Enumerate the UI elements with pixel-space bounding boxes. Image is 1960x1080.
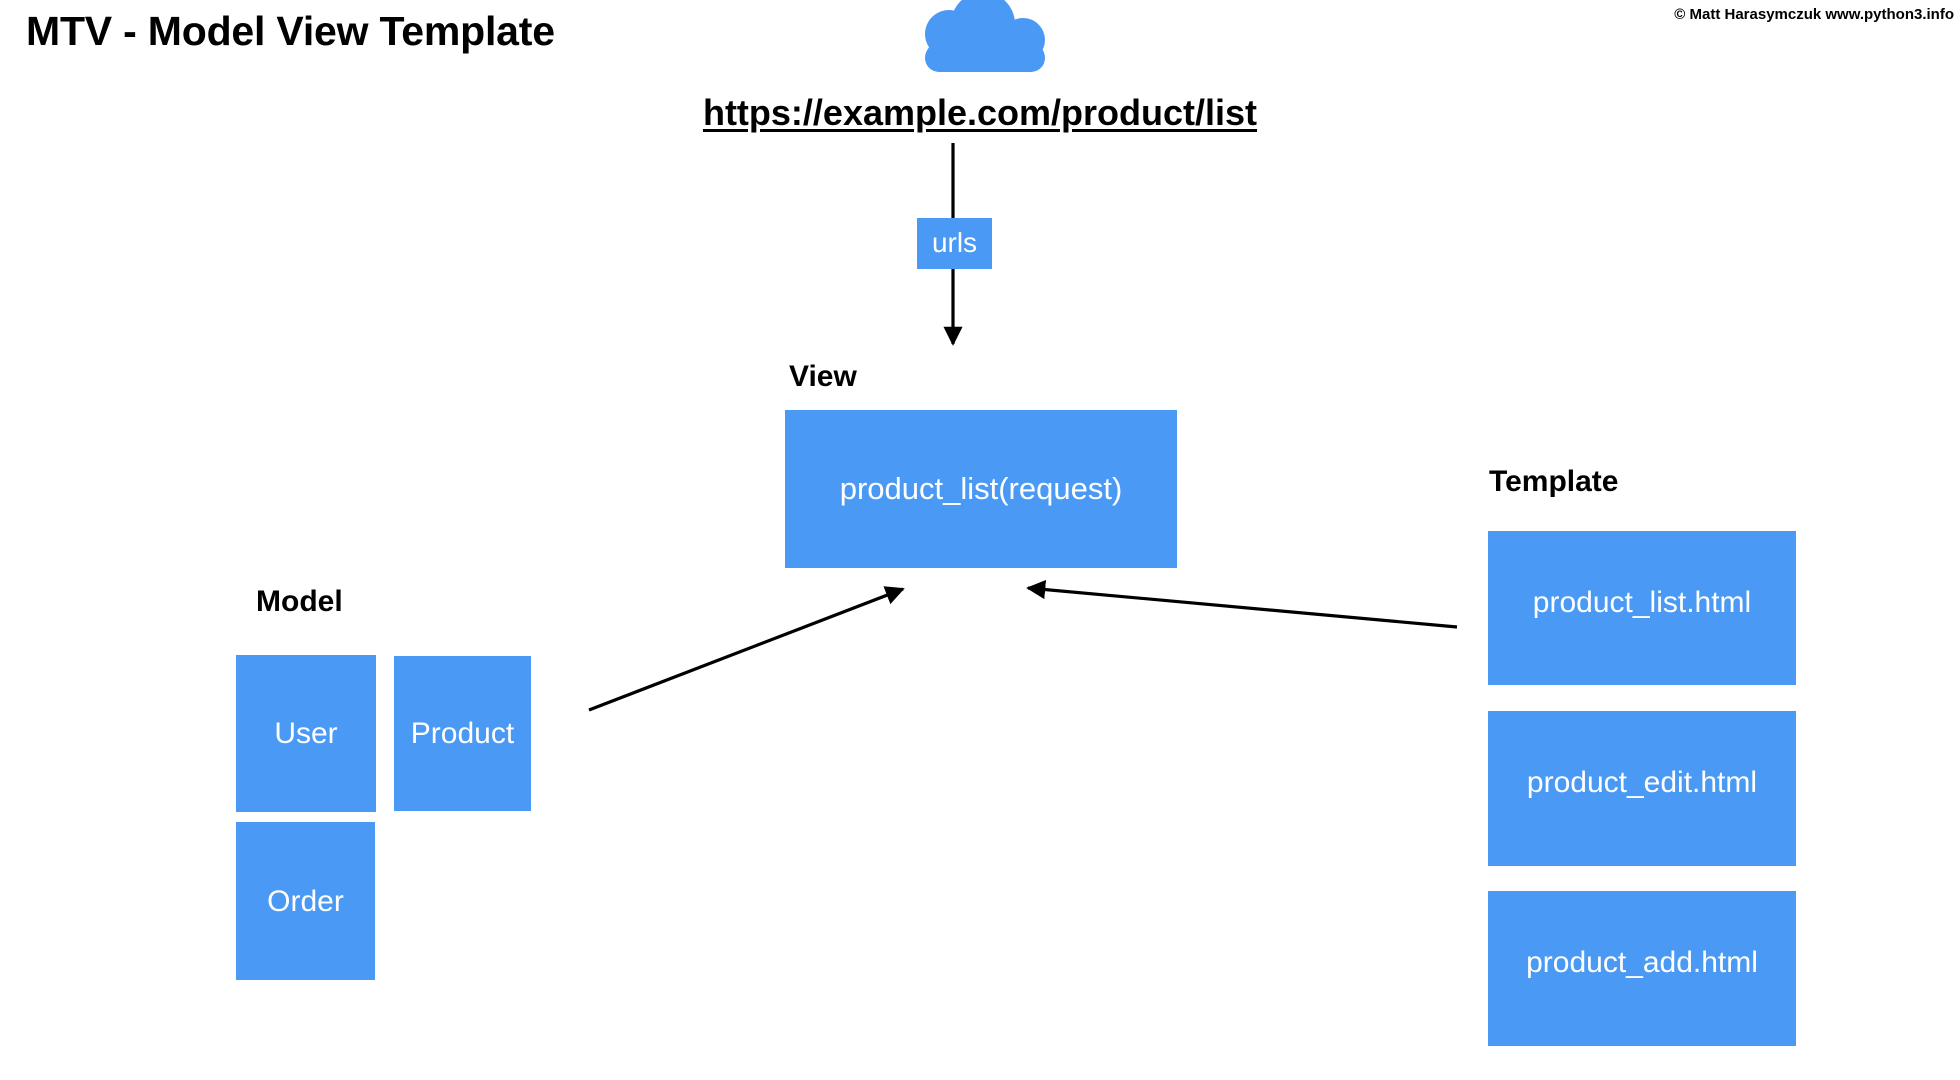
cloud-icon	[925, 0, 1045, 72]
template-section-label: Template	[1489, 465, 1619, 498]
request-url-link[interactable]: https://example.com/product/list	[702, 92, 1258, 133]
template-box-product-list-html[interactable]: product_list.html	[1488, 531, 1796, 685]
model-box-product[interactable]: Product	[394, 656, 531, 811]
view-section-label: View	[789, 360, 857, 393]
page-title: MTV - Model View Template	[26, 8, 555, 54]
model-section-label: Model	[256, 585, 343, 618]
model-box-user[interactable]: User	[236, 655, 376, 812]
urls-box[interactable]: urls	[917, 218, 992, 269]
template-box-product-edit-html[interactable]: product_edit.html	[1488, 711, 1796, 866]
cloud-icon-base	[925, 42, 1045, 72]
view-box-product-list[interactable]: product_list(request)	[785, 410, 1177, 568]
model-box-order[interactable]: Order	[236, 822, 375, 980]
arrow-template-to-view	[1026, 580, 1458, 629]
template-box-product-add-html[interactable]: product_add.html	[1488, 891, 1796, 1046]
copyright-notice: © Matt Harasymczuk www.python3.info	[1674, 6, 1954, 23]
arrow-model-to-view	[588, 586, 905, 712]
